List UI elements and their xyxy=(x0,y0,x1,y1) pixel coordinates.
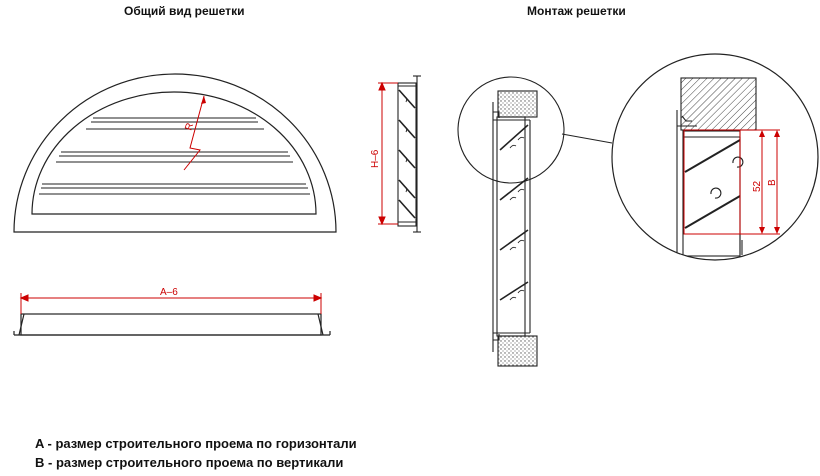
wall-top xyxy=(497,90,538,118)
radius-dimension: R xyxy=(183,95,206,171)
grille-bottom-view xyxy=(13,313,331,336)
grille-side-view xyxy=(397,75,421,233)
height-dimension xyxy=(378,81,398,226)
detail-circle-small xyxy=(457,76,565,184)
depth-label: 52 xyxy=(752,180,763,192)
wall-bottom xyxy=(497,335,538,367)
legend-b: B - размер строительного проема по верти… xyxy=(35,455,344,470)
title-mounting: Монтаж решетки xyxy=(527,4,626,18)
width-label: A–6 xyxy=(160,287,178,298)
detail-connector xyxy=(561,133,613,144)
opening-height-label: B xyxy=(767,179,778,186)
mounting-section xyxy=(492,90,538,367)
wall-detail xyxy=(680,77,757,131)
legend-a: A - размер строительного проема по гориз… xyxy=(35,436,357,451)
detail-enlarged: 52 B xyxy=(611,53,819,261)
radius-label: R xyxy=(183,122,196,132)
title-general-view: Общий вид решетки xyxy=(124,4,245,18)
grille-front-view xyxy=(13,73,337,233)
width-dimension xyxy=(19,293,323,314)
height-label: H–6 xyxy=(370,149,381,168)
